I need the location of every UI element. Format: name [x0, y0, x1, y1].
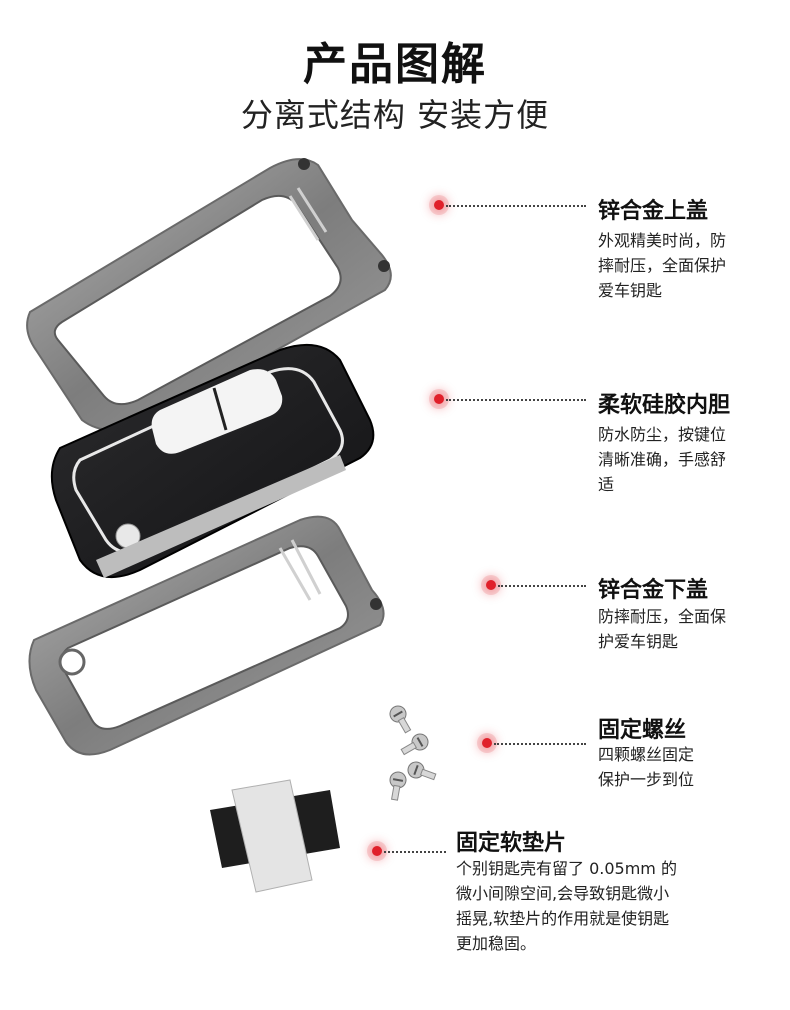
feature-desc-screws: 四颗螺丝固定 保护一步到位 [598, 745, 695, 789]
page-title: 产品图解 [303, 39, 487, 90]
screws-image [389, 705, 437, 801]
callout-line [384, 851, 446, 853]
feature-title-upper-shell: 锌合金上盖 [598, 199, 709, 224]
callout-dot [434, 200, 444, 210]
upper-shell-image [26, 158, 392, 431]
callout-line [446, 205, 586, 207]
silicone-key-image [50, 343, 375, 578]
feature-title-silicone: 柔软硅胶内胆 [598, 393, 731, 418]
feature-title-lower-shell: 锌合金下盖 [598, 578, 709, 603]
callout-dot [434, 394, 444, 404]
feature-title-screws: 固定螺丝 [598, 718, 687, 743]
lower-shell-image [28, 515, 385, 756]
callout-dot [486, 580, 496, 590]
feature-desc-lower-shell: 防摔耐压，全面保 护爱车钥匙 [598, 607, 727, 651]
feature-title-soft-pads: 固定软垫片 [456, 831, 567, 856]
callout-line [498, 585, 586, 587]
feature-desc-upper-shell: 外观精美时尚，防 摔耐压，全面保护 爱车钥匙 [598, 231, 727, 300]
page-subtitle: 分离式结构 安装方便 [240, 96, 550, 134]
callout-dot [482, 738, 492, 748]
soft-pads-image [210, 779, 340, 893]
callout-dot [372, 846, 382, 856]
callout-line [446, 399, 586, 401]
callout-line [494, 743, 586, 745]
feature-desc-silicone: 防水防尘，按键位 清晰准确，手感舒 适 [598, 425, 727, 494]
feature-desc-soft-pads: 个别钥匙壳有留了 0.05mm 的 微小间隙空间,会导致钥匙微小 摇晃,软垫片的… [456, 859, 677, 953]
